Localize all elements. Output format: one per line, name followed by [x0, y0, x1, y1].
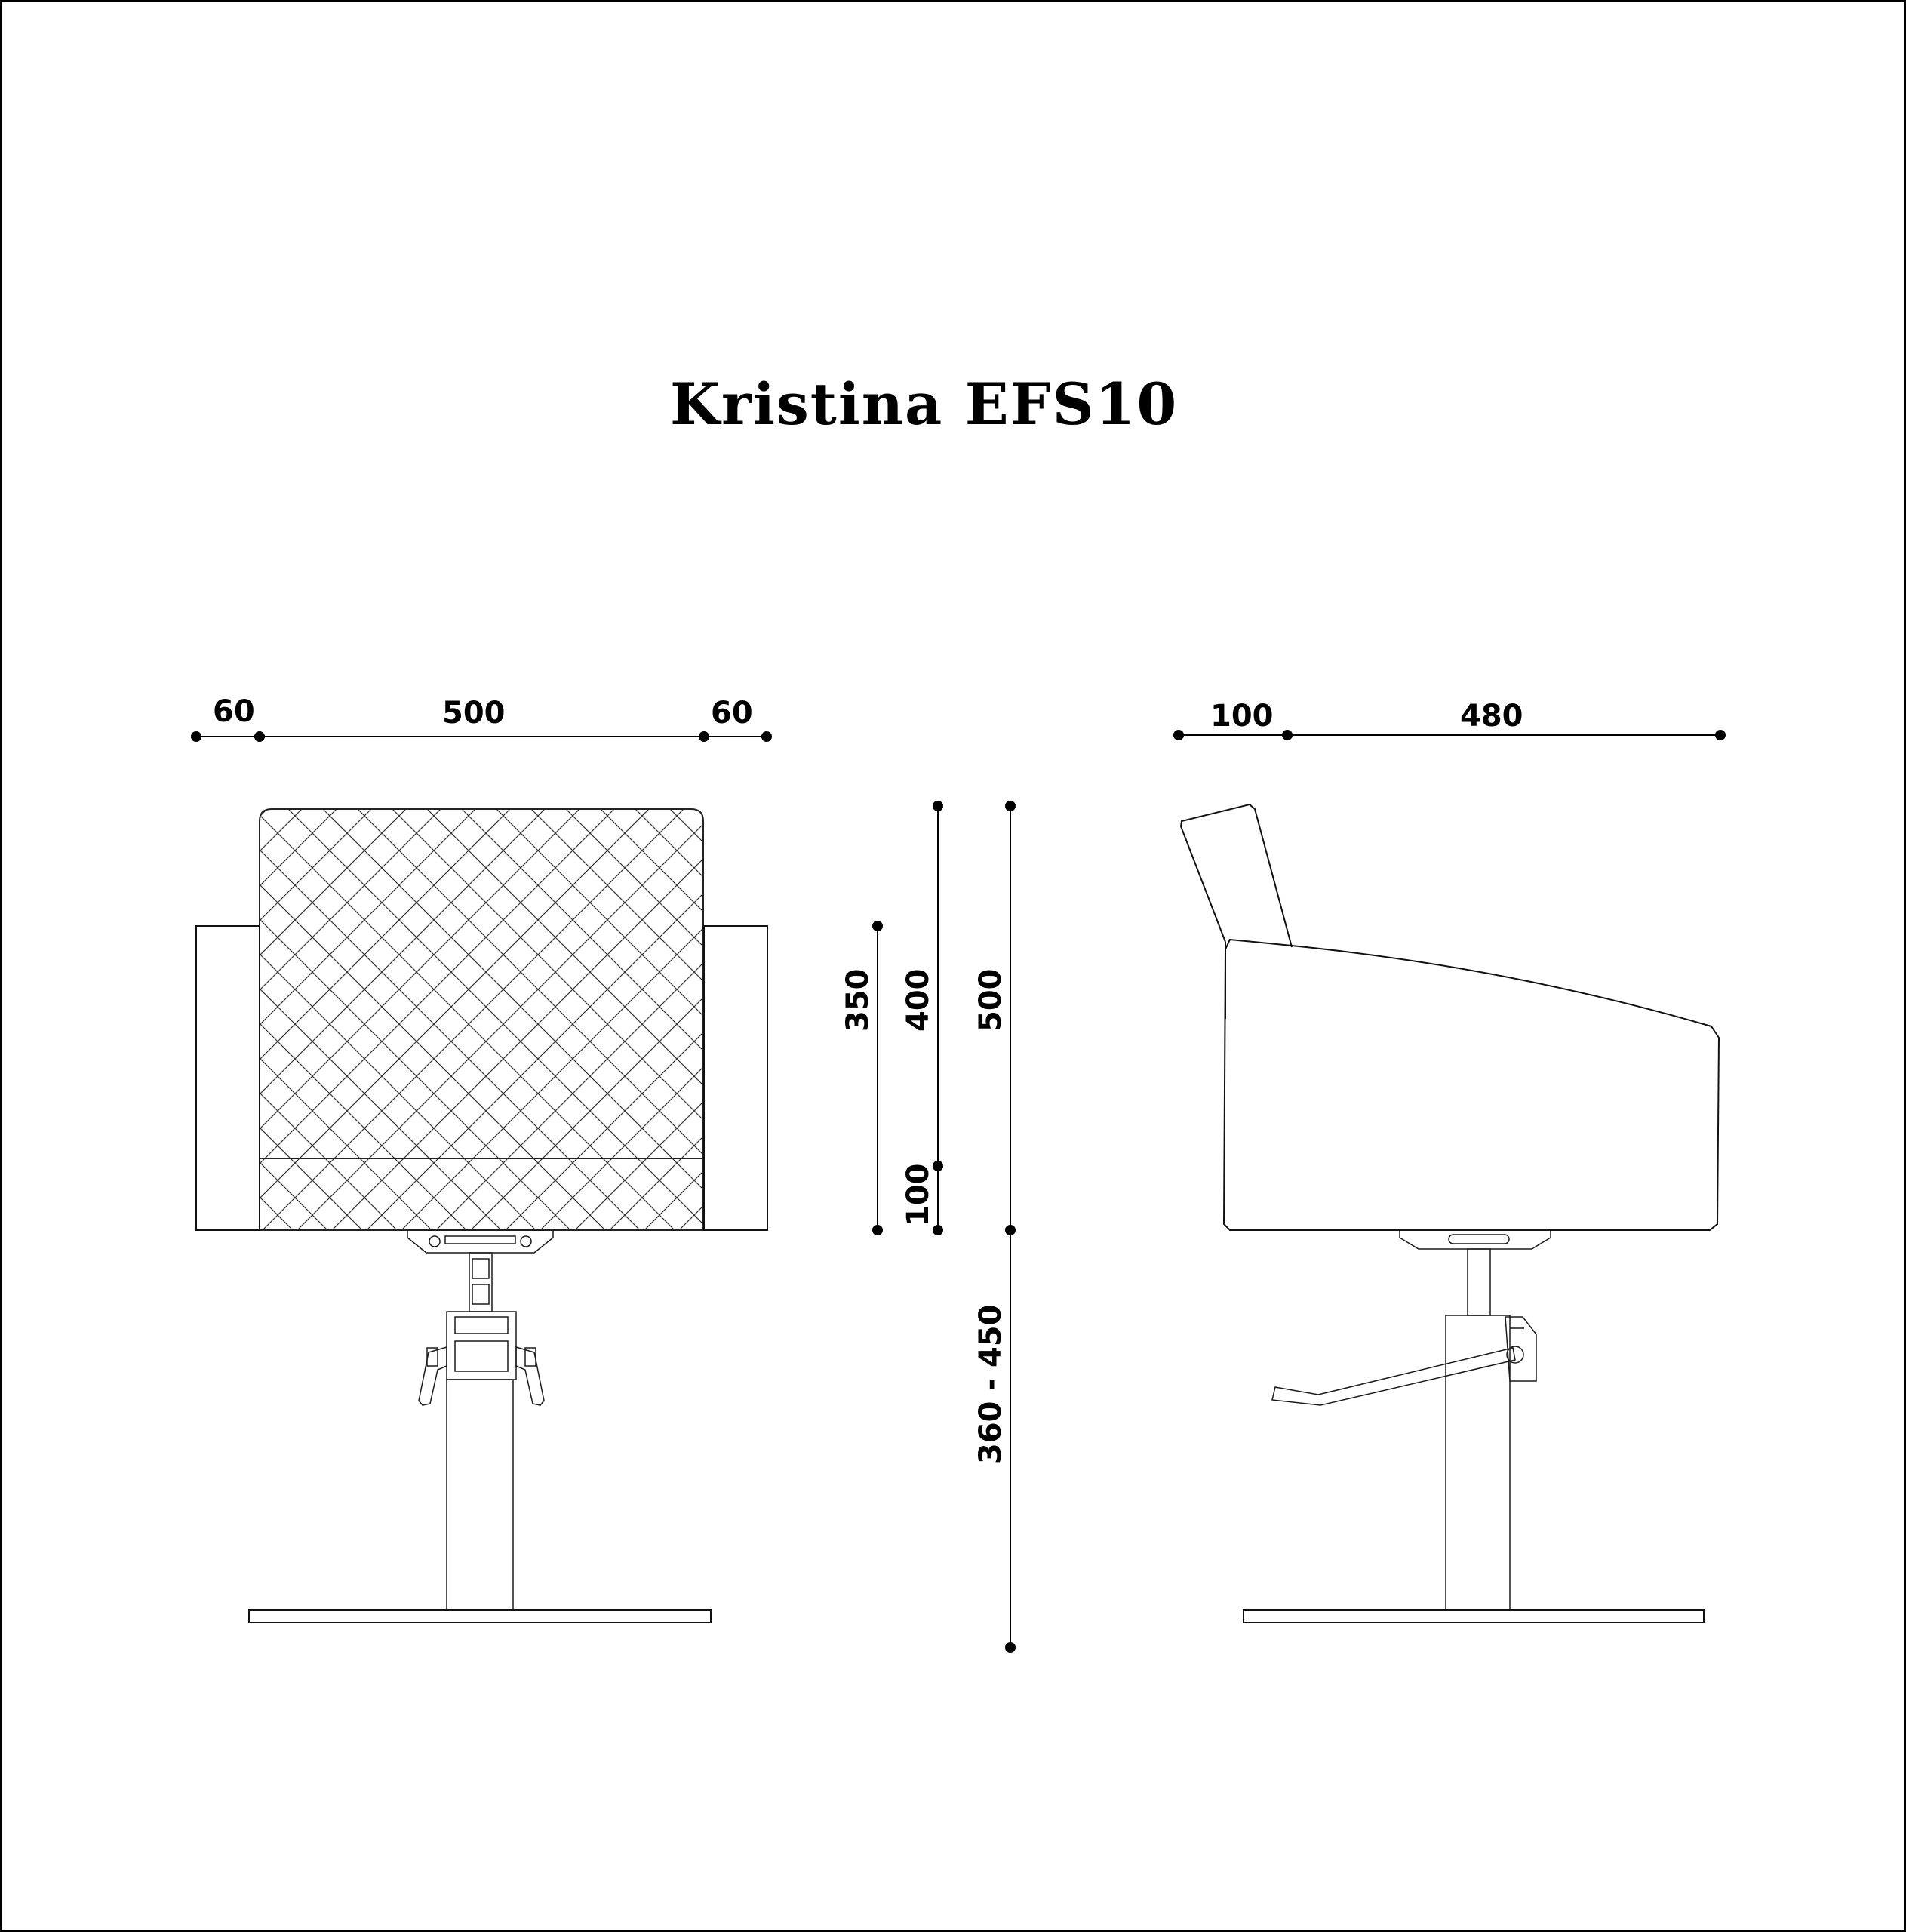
dim-cushion-height: 100: [901, 1164, 936, 1227]
drawing-title: Kristina EFS10: [670, 371, 1178, 438]
front-width-dimension: 60 500 60: [191, 694, 772, 742]
side-pump-bracket: [1505, 1316, 1537, 1382]
front-pedal-left: [418, 1346, 447, 1406]
dim-lift-range: 360 - 450: [973, 1305, 1008, 1464]
dim-arm-left: 60: [213, 694, 255, 729]
front-armrest-left: [195, 925, 260, 1231]
front-seat-mount: [407, 1229, 554, 1254]
side-backrest: [1179, 803, 1293, 948]
side-seat-body: [1222, 938, 1720, 1231]
side-foot-lever: [1271, 1347, 1516, 1406]
dim-seat-depth: 480: [1460, 699, 1523, 734]
dim-seat-width: 500: [442, 696, 506, 731]
front-backrest: [259, 808, 704, 1159]
side-column-top: [1467, 1248, 1491, 1316]
height-dimensions: 350 400 100 500 360 - 450: [841, 801, 1016, 1653]
dim-back-offset: 100: [1210, 699, 1274, 734]
front-base: [248, 1609, 712, 1623]
dim-total-height: 500: [973, 969, 1008, 1032]
front-seat-cushion: [259, 1158, 704, 1231]
side-view: 100 480: [1173, 699, 1726, 1623]
dim-backrest-height: 400: [901, 969, 936, 1032]
front-pump-housing: [446, 1311, 517, 1380]
dim-arm-right: 60: [711, 696, 753, 731]
side-base: [1243, 1609, 1705, 1623]
front-column-lower: [446, 1379, 514, 1611]
dim-armrest-height: 350: [841, 969, 875, 1032]
side-seat-mount: [1399, 1229, 1551, 1250]
side-width-dimension: 100 480: [1173, 699, 1726, 740]
front-armrest-right: [703, 925, 768, 1231]
side-pump-housing: [1445, 1315, 1511, 1611]
front-view: 60 500 60: [191, 694, 772, 1623]
front-pedal-right: [515, 1346, 545, 1406]
